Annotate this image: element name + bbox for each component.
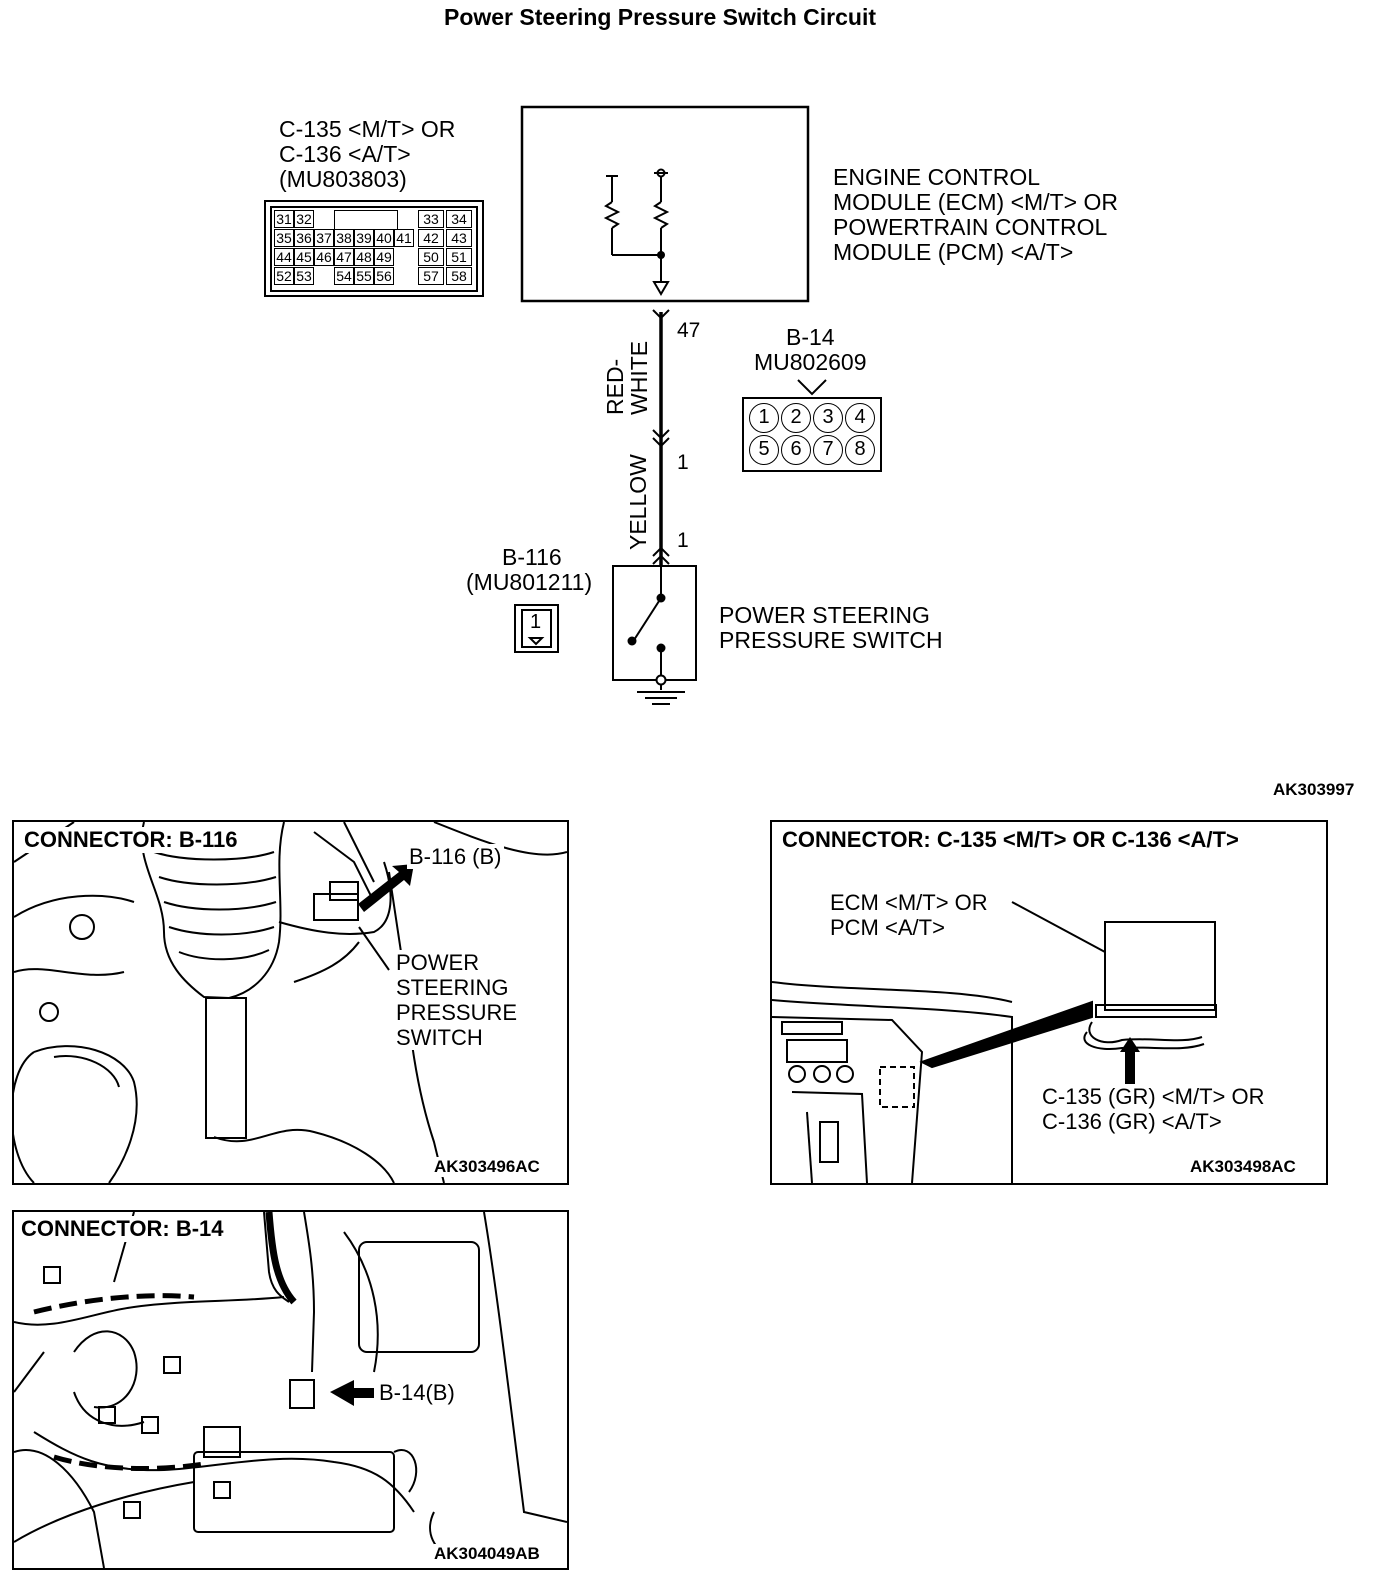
- b14-pin: 4: [845, 403, 875, 433]
- pin-cell: 57: [418, 267, 444, 285]
- engine-bay-illustration: [14, 822, 567, 1183]
- panel-b116-label4: SWITCH: [394, 1025, 485, 1050]
- ecm-label-line4: MODULE (PCM) <A/T>: [833, 239, 1074, 265]
- pin-cell: 39: [354, 229, 374, 247]
- diagram-code: AK303997: [1273, 780, 1355, 799]
- b14-pin: 1: [749, 403, 779, 433]
- photo-panel-c135: CONNECTOR: C-135 <M/T> OR C-136 <A/T> EC…: [770, 820, 1328, 1185]
- panel-b14-title: CONNECTOR: B-14: [21, 1216, 224, 1242]
- b116-pin: 1: [530, 611, 542, 633]
- pin-cell: 38: [334, 229, 354, 247]
- ecm-connector-label-line1: C-135 <M/T> OR: [279, 116, 456, 142]
- ecm-box: [520, 105, 810, 303]
- panel-c135-callout1: C-135 (GR) <M/T> OR: [1040, 1084, 1267, 1109]
- pin-cell: 35: [274, 229, 294, 247]
- switch-pin-number: 1: [677, 529, 689, 552]
- pin-row: 33 34: [418, 210, 472, 228]
- circuit-schematic: [264, 105, 882, 705]
- wire-color-upper: RED- WHITE: [602, 340, 652, 415]
- photo-panel-b116: CONNECTOR: B-116 B-116 (B) POWER STEERIN…: [12, 820, 569, 1185]
- ecm-connector-part-number: (MU803803): [279, 166, 407, 192]
- ecm-pin-number: 47: [677, 319, 701, 342]
- pin-cell: 42: [418, 229, 444, 247]
- photo-panel-b14: CONNECTOR: B-14 B-14(B) AK304049AB: [12, 1210, 569, 1570]
- switch-label-line1: POWER STEERING: [719, 602, 930, 628]
- pin-cell: 47: [334, 248, 354, 266]
- ecm-connector-pin-grid: 31 32 33 34 35 36 37 38 39 40 41 42 43 4…: [272, 208, 477, 290]
- pin-cell: 58: [446, 267, 472, 285]
- dashboard-illustration: [772, 901, 1217, 1183]
- pin-cell: 36: [294, 229, 314, 247]
- ecm-label-line3: POWERTRAIN CONTROL: [833, 214, 1108, 240]
- pin-cell: 33: [418, 210, 444, 228]
- pin-cell: 32: [294, 210, 314, 228]
- pin-cell: 34: [446, 210, 472, 228]
- pin-cell: 50: [418, 248, 444, 266]
- panel-b116-callout: B-116 (B): [407, 844, 504, 869]
- b14-pin: 6: [781, 435, 811, 465]
- pin-cell: 45: [294, 248, 314, 266]
- pin-row: 31 32: [274, 210, 314, 228]
- pin-row: 35 36 37 38 39 40 41: [274, 229, 414, 247]
- pin-row: 42 43: [418, 229, 472, 247]
- pin-row: 52 53: [274, 267, 314, 285]
- pin-cell: 54: [334, 267, 354, 285]
- b14-pin-grid: 1 2 3 4 5 6 7 8: [749, 403, 877, 467]
- ecm-connector-label-line2: C-136 <A/T>: [279, 141, 411, 167]
- pin-cell: 56: [374, 267, 394, 285]
- ecm-label-line2: MODULE (ECM) <M/T> OR: [833, 189, 1118, 215]
- b14-pin: 3: [813, 403, 843, 433]
- pin-cell: 46: [314, 248, 334, 266]
- b14-pin: 5: [749, 435, 779, 465]
- pin-cell: 49: [374, 248, 394, 266]
- pin-cell: 44: [274, 248, 294, 266]
- panel-b116-label2: STEERING: [394, 975, 511, 1000]
- panel-b14-callout: B-14(B): [377, 1380, 457, 1405]
- pin-cell: 51: [446, 248, 472, 266]
- panel-b116-code: AK303496AC: [434, 1157, 540, 1177]
- pin-row: 44 45 46 47 48 49: [274, 248, 394, 266]
- panel-c135-label1: ECM <M/T> OR: [828, 890, 990, 915]
- b116-name: B-116: [502, 544, 562, 570]
- b14-pin: 2: [781, 403, 811, 433]
- pin-cell: 52: [274, 267, 294, 285]
- pin-cell: 43: [446, 229, 472, 247]
- ecm-label-line1: ENGINE CONTROL: [833, 164, 1041, 190]
- switch-label-line2: PRESSURE SWITCH: [719, 627, 943, 653]
- pin-cell: 55: [354, 267, 374, 285]
- pin-cell: 48: [354, 248, 374, 266]
- pin-row: 54 55 56: [334, 267, 394, 285]
- pin-cell: 53: [294, 267, 314, 285]
- panel-b116-label1: POWER: [394, 950, 482, 975]
- panel-c135-code: AK303498AC: [1190, 1157, 1296, 1177]
- pin-cell: 40: [374, 229, 394, 247]
- pin-row: 50 51: [418, 248, 472, 266]
- b14-pin: 7: [813, 435, 843, 465]
- b14-part-number: MU802609: [754, 349, 867, 375]
- pin-key-slot: [334, 210, 398, 230]
- pin-cell: 37: [314, 229, 334, 247]
- pin-cell: 31: [274, 210, 294, 228]
- panel-c135-callout2: C-136 (GR) <A/T>: [1040, 1109, 1224, 1134]
- b14-pin-number: 1: [677, 451, 689, 474]
- b116-part-number: (MU801211): [466, 569, 593, 595]
- panel-b14-code: AK304049AB: [434, 1544, 540, 1564]
- b14-pin: 8: [845, 435, 875, 465]
- panel-b116-title: CONNECTOR: B-116: [24, 827, 238, 853]
- wire-color-upper-line2: WHITE: [626, 340, 652, 415]
- interior-harness-illustration: [14, 1212, 567, 1568]
- panel-b116-label3: PRESSURE: [394, 1000, 520, 1025]
- wire-color-upper-line1: RED-: [602, 358, 628, 415]
- page-title: Power Steering Pressure Switch Circuit: [443, 4, 877, 30]
- wire-color-lower: YELLOW: [625, 454, 651, 550]
- pin-cell: 41: [394, 229, 414, 247]
- panel-c135-title: CONNECTOR: C-135 <M/T> OR C-136 <A/T>: [782, 827, 1239, 853]
- panel-c135-label2: PCM <A/T>: [828, 915, 947, 940]
- pin-row: 57 58: [418, 267, 472, 285]
- b14-name: B-14: [786, 324, 835, 350]
